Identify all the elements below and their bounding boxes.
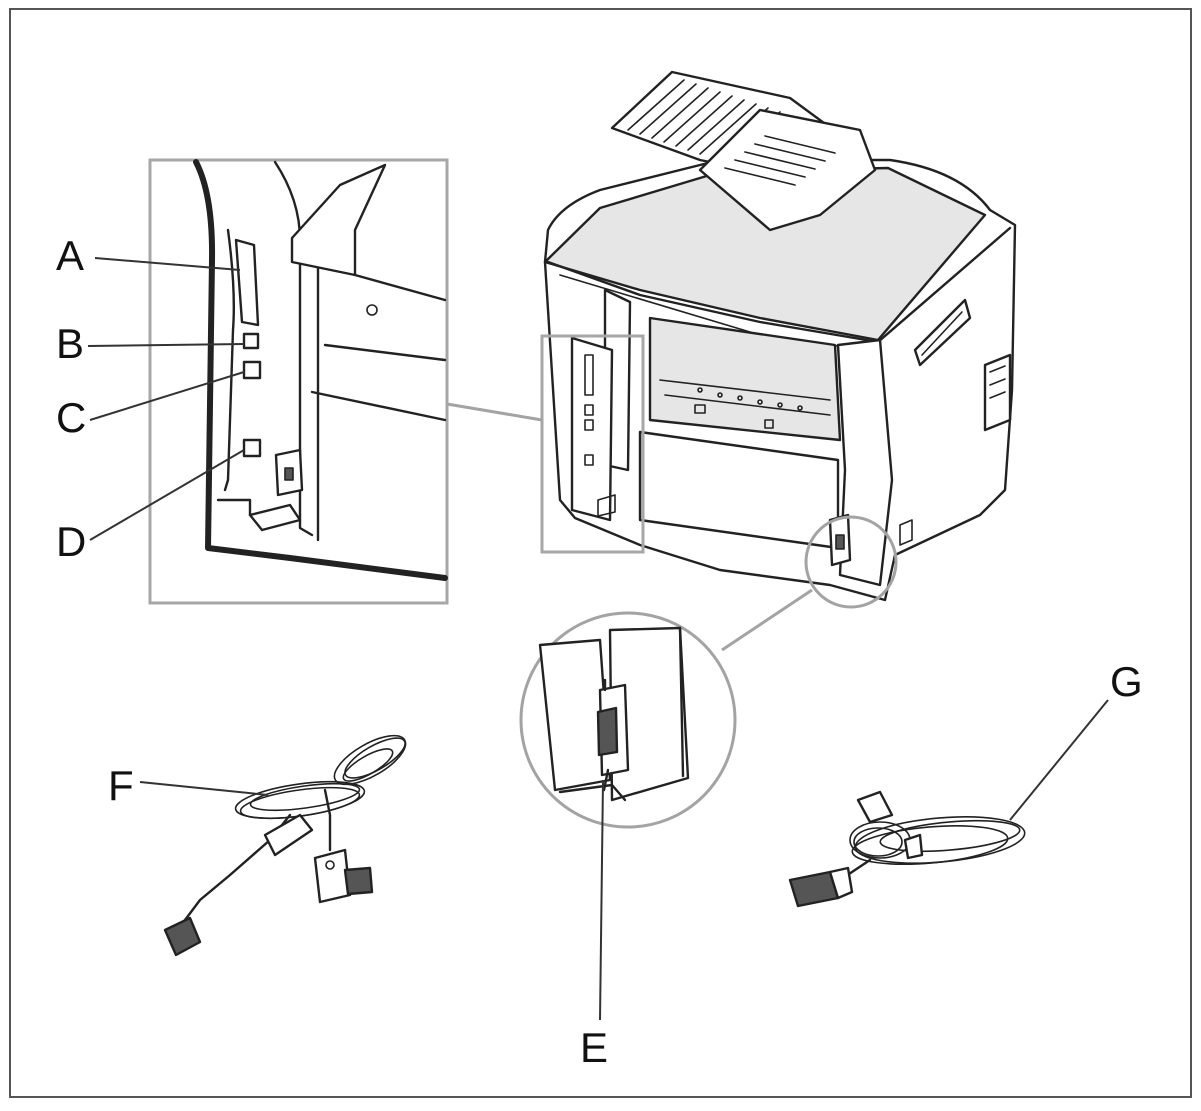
- port-panel-zoom: [148, 158, 449, 605]
- power-cord: [788, 790, 1026, 908]
- leader-d: [89, 449, 245, 541]
- leader-c: [89, 371, 245, 421]
- port-a-slot: [234, 238, 260, 327]
- leader-b: [87, 343, 245, 347]
- multifunction-printer: [543, 70, 1017, 602]
- label-b: B: [56, 320, 84, 367]
- port-b-socket: [242, 332, 260, 350]
- label-a: A: [56, 232, 84, 279]
- label-g: G: [1110, 658, 1143, 705]
- label-e: E: [580, 1024, 608, 1071]
- leader-e: [599, 779, 604, 1021]
- power-socket-zoom: [519, 611, 737, 829]
- port-panel-zoom-frame: [148, 158, 449, 605]
- leader-a: [94, 257, 241, 271]
- telephone-line-cable: [163, 734, 407, 957]
- figure-frame: [9, 8, 1192, 1098]
- leader-g: [1009, 699, 1109, 821]
- power-socket-small-ring: [804, 515, 898, 609]
- port-d-socket: [242, 438, 262, 458]
- device-port-callout-box: [540, 334, 645, 554]
- label-f: F: [108, 762, 134, 809]
- zoom-connector-power: [721, 588, 813, 652]
- label-c: C: [56, 394, 86, 441]
- zoom-connector-ports: [446, 402, 543, 422]
- port-c-socket: [242, 360, 262, 380]
- leader-f: [139, 781, 269, 796]
- label-d: D: [56, 518, 86, 565]
